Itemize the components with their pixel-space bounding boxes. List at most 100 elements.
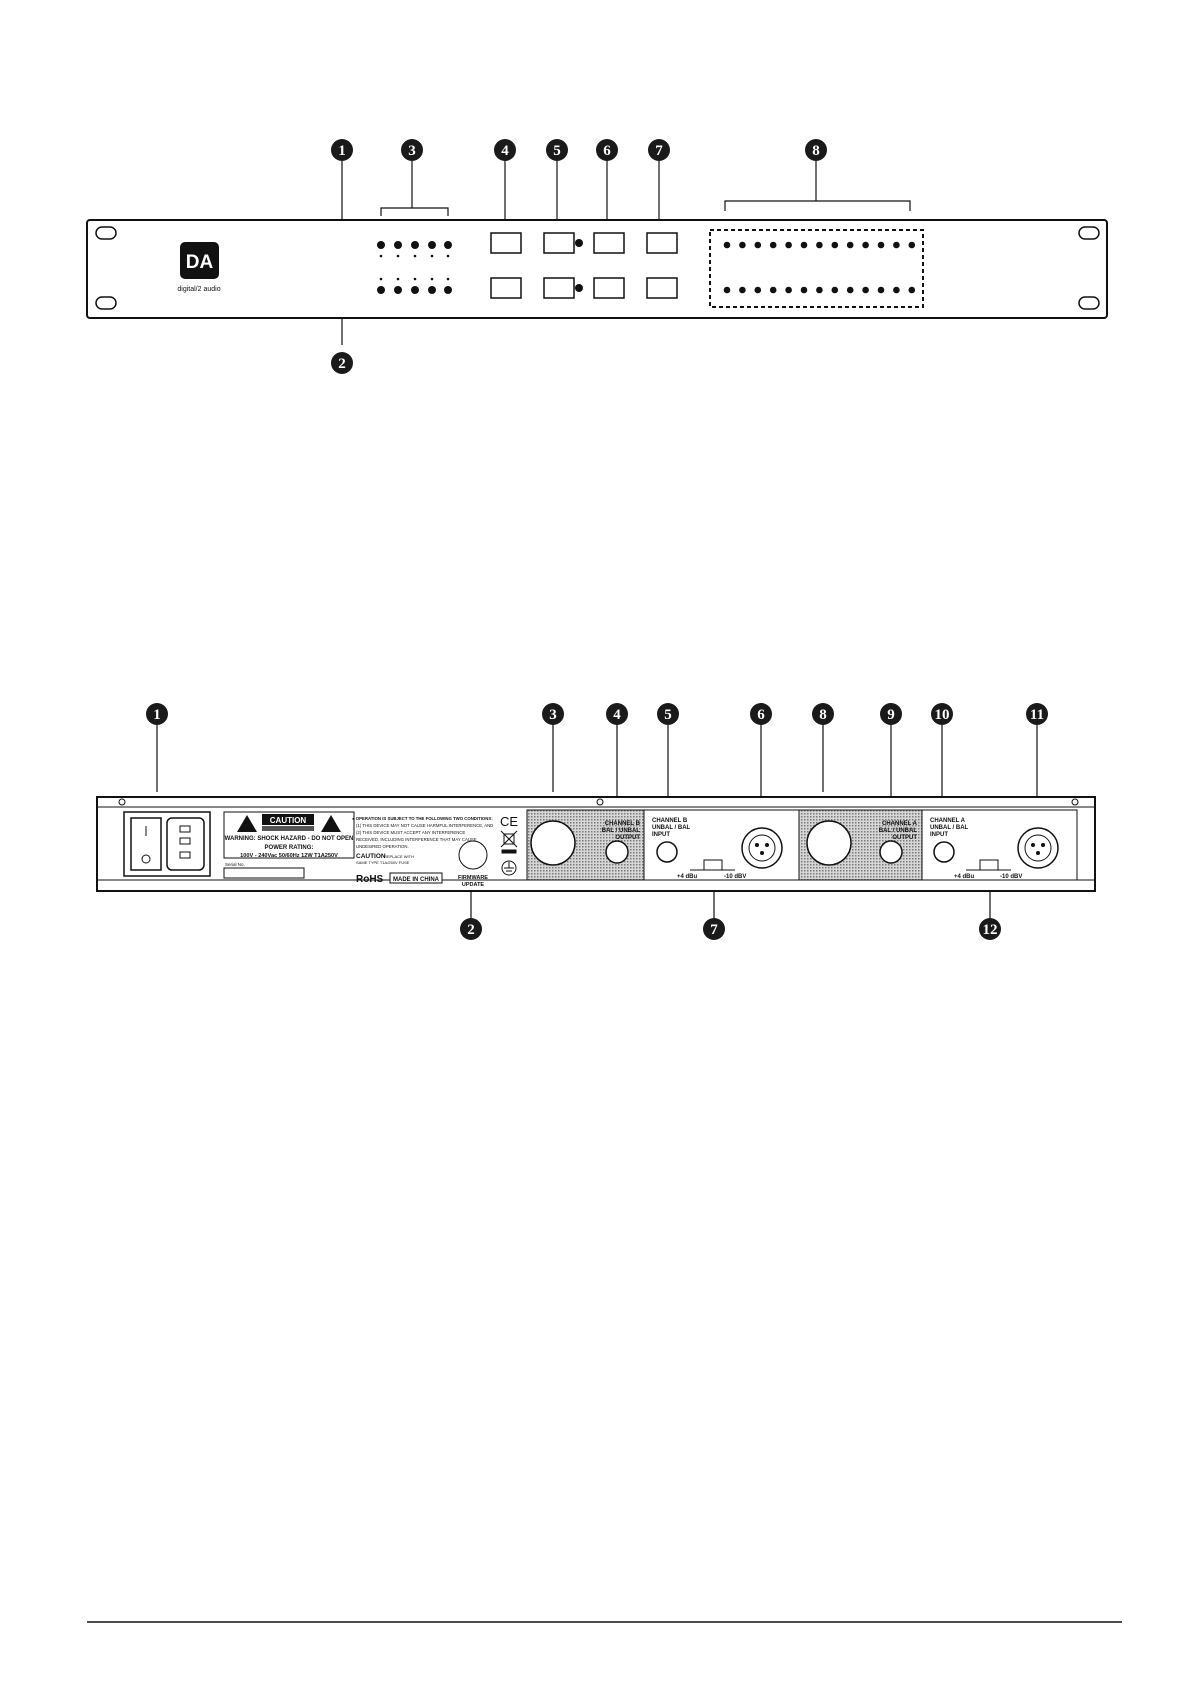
- button-4-top[interactable]: [490, 232, 522, 254]
- cha-out-line1: CHANNEL A: [882, 821, 918, 827]
- cha-out-line3: OUTPUT: [892, 835, 917, 841]
- rear-callout-5: 5: [657, 703, 679, 725]
- button-7-top[interactable]: [646, 232, 678, 254]
- svg-text:1: 1: [153, 707, 161, 723]
- fcc-line-3: (2) THIS DEVICE MUST ACCEPT ANY INTERFER…: [356, 830, 465, 835]
- display-dots: [723, 241, 916, 294]
- screw: [1071, 798, 1079, 806]
- display-dot: [846, 286, 854, 294]
- display-dot: [831, 286, 839, 294]
- ground-symbol-icon: [501, 860, 517, 876]
- led-indicator-bottom: [575, 284, 583, 292]
- svg-text:12: 12: [983, 922, 998, 938]
- channel-a-trs-input[interactable]: [933, 841, 955, 863]
- led-dot: [394, 241, 402, 249]
- led-dot: [377, 241, 385, 249]
- chb-level-plus4: +4 dBu: [677, 874, 698, 880]
- cha-in-line3: INPUT: [930, 832, 948, 838]
- svg-text:4: 4: [613, 707, 621, 723]
- button-6-bottom[interactable]: [593, 277, 625, 299]
- display-dot: [877, 286, 885, 294]
- display-dot: [785, 286, 792, 294]
- rear-callout-3: 3: [542, 703, 564, 725]
- channel-a-trs-output[interactable]: [879, 840, 903, 864]
- fcc-line-5: UNDESIRED OPERATION.: [356, 844, 409, 849]
- display-dot: [908, 286, 916, 294]
- fcc-line-1: ● OPERATION IS SUBJECT TO THE FOLLOWING …: [352, 816, 493, 821]
- svg-text:11: 11: [1030, 707, 1044, 723]
- display-dot: [754, 286, 762, 294]
- screw: [596, 798, 604, 806]
- rear-callout-2: 2: [460, 918, 482, 940]
- svg-text:8: 8: [819, 707, 827, 723]
- chb-level-minus10: -10 dBV: [724, 874, 746, 880]
- rack-ear-slot: [1078, 226, 1100, 240]
- led-dot: [444, 241, 452, 249]
- brand-logo: [180, 242, 219, 279]
- caution-badge: [262, 814, 314, 825]
- channel-b-xlr-output[interactable]: [530, 820, 576, 866]
- channel-b-level-switch[interactable]: [703, 859, 723, 871]
- channel-b-trs-output[interactable]: [605, 840, 629, 864]
- led-tick: [430, 277, 434, 281]
- rear-callout-11: 11: [1026, 703, 1048, 725]
- caution-title: CAUTION: [356, 853, 386, 860]
- display-dot: [754, 241, 762, 249]
- firmware-update-port[interactable]: [458, 840, 488, 870]
- warning-text: WARNING: SHOCK HAZARD - DO NOT OPEN: [225, 836, 354, 842]
- serial-box: [223, 867, 305, 879]
- display-dot: [908, 241, 916, 249]
- cha-in-line1: CHANNEL A: [930, 818, 966, 824]
- led-tick: [379, 254, 383, 258]
- front-callout-3: 3: [401, 139, 423, 161]
- cha-in-line2: UNBAL / BAL: [930, 825, 969, 831]
- rear-callout-4: 4: [606, 703, 628, 725]
- caution-badge-text: CAUTION: [270, 816, 307, 825]
- led-dot: [411, 286, 419, 294]
- led-meter-a: [377, 241, 452, 258]
- front-callout-6: 6: [596, 139, 618, 161]
- button-6-top[interactable]: [593, 232, 625, 254]
- svg-text:10: 10: [935, 707, 950, 723]
- cha-level-minus10: -10 dBV: [1000, 874, 1022, 880]
- led-meter-b: [377, 277, 452, 294]
- display-dot: [739, 286, 746, 294]
- display-dot: [816, 241, 823, 249]
- display-dot: [816, 286, 823, 294]
- display-dot: [862, 241, 869, 249]
- led-indicator-top: [575, 239, 583, 247]
- svg-text:5: 5: [664, 707, 672, 723]
- caution-text-2: SAME TYPE T1A/250V FUSE: [356, 860, 410, 865]
- front-callout-4: 4: [494, 139, 516, 161]
- button-4-bottom[interactable]: [490, 277, 522, 299]
- display-dot: [846, 241, 854, 249]
- rohs-mark: RoHS: [356, 874, 384, 885]
- channel-b-trs-input[interactable]: [656, 841, 678, 863]
- led-dot: [394, 286, 402, 294]
- button-5-top[interactable]: [543, 232, 575, 254]
- front-callout-7: 7: [648, 139, 670, 161]
- weee-bin-icon: [500, 830, 518, 854]
- button-7-bottom[interactable]: [646, 277, 678, 299]
- led-tick: [379, 277, 383, 281]
- fcc-line-4: RECEIVED, INCLUDING INTERFERENCE THAT MA…: [356, 837, 477, 842]
- rack-ear-slot: [95, 296, 117, 310]
- fcc-line-2: (1) THIS DEVICE MAY NOT CAUSE HARMFUL IN…: [356, 823, 493, 828]
- logo-brand: digital/2 audio: [177, 286, 220, 293]
- chb-in-line2: UNBAL / BAL: [652, 825, 691, 831]
- firmware-label-2: UPDATE: [462, 882, 485, 888]
- svg-text:3: 3: [549, 707, 557, 723]
- button-5-bottom[interactable]: [543, 277, 575, 299]
- svg-text:2: 2: [467, 922, 475, 938]
- channel-a-xlr-output[interactable]: [806, 820, 852, 866]
- channel-a-level-switch[interactable]: [979, 859, 999, 871]
- led-dot: [377, 286, 385, 294]
- led-tick: [396, 254, 400, 258]
- display-dot: [831, 241, 839, 249]
- power-rating-value: 100V - 240Vac 50/60Hz 12W T1A250V: [240, 853, 338, 859]
- power-switch[interactable]: [130, 817, 162, 871]
- front-callout-1: 1: [331, 139, 353, 161]
- svg-text:9: 9: [887, 707, 895, 723]
- cha-level-plus4: +4 dBu: [954, 874, 975, 880]
